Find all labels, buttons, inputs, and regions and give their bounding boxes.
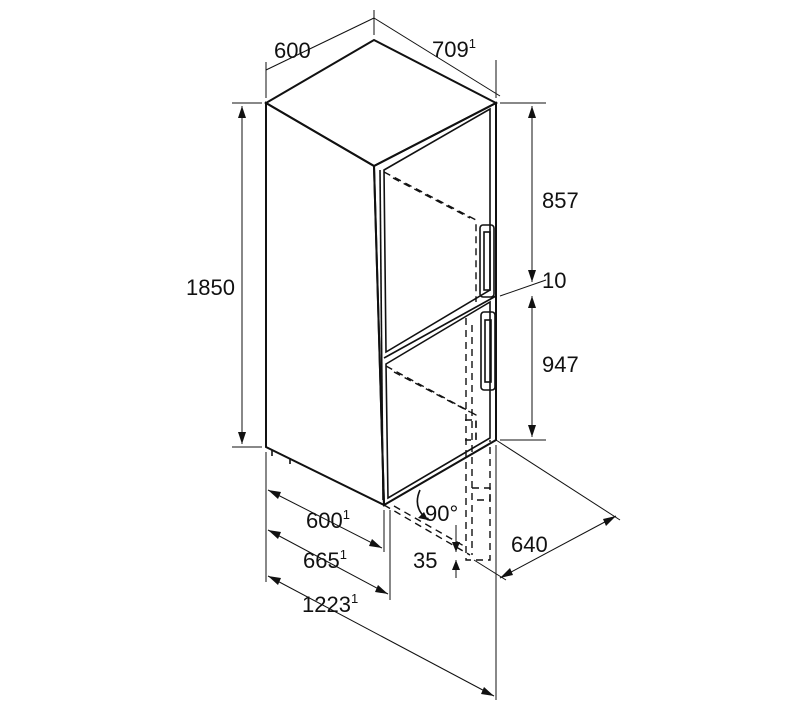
label-height-total: 1850 <box>186 275 235 300</box>
label-gap: 10 <box>542 268 566 293</box>
label-door-angle: 90° <box>425 501 458 526</box>
upper-handle <box>479 224 495 298</box>
lower-door <box>385 300 491 500</box>
door-edge <box>379 169 384 501</box>
open-upper-door-inner <box>392 177 471 219</box>
open-upper-door-top <box>383 171 477 302</box>
label-top-depth: 7091 <box>432 36 476 62</box>
label-bottom-depth: 6001 <box>306 507 350 533</box>
label-floor-clearance: 35 <box>413 548 437 573</box>
open-lower-door-inner <box>393 371 471 413</box>
open-door-outline <box>383 171 491 561</box>
open-handle-2 <box>472 487 491 501</box>
dimension-lines <box>232 10 621 700</box>
fridge-side-panel <box>265 101 386 507</box>
label-upper-door: 857 <box>542 188 579 213</box>
open-handle-1 <box>465 419 477 441</box>
door-gap-line <box>383 295 497 359</box>
label-top-width: 600 <box>274 38 311 63</box>
open-door-bottom <box>383 504 471 556</box>
label-door-swing-width: 640 <box>511 532 548 557</box>
lower-handle-inner <box>484 319 492 383</box>
label-depth-with-handle: 6651 <box>303 547 347 573</box>
door-handles <box>479 224 496 391</box>
open-lower-door-top <box>385 365 477 440</box>
door-angle-arrow <box>418 512 428 520</box>
open-door-side <box>465 318 491 561</box>
upper-door <box>383 107 491 354</box>
label-depth-door-open: 12231 <box>302 591 358 617</box>
open-door-bottom-inner <box>393 505 465 547</box>
dimension-labels: 600 7091 1850 857 10 947 6001 90° 6651 3… <box>186 36 579 617</box>
fridge-body <box>264 38 499 507</box>
upper-handle-inner <box>483 231 491 291</box>
lower-handle <box>480 311 496 391</box>
label-lower-door: 947 <box>542 352 579 377</box>
